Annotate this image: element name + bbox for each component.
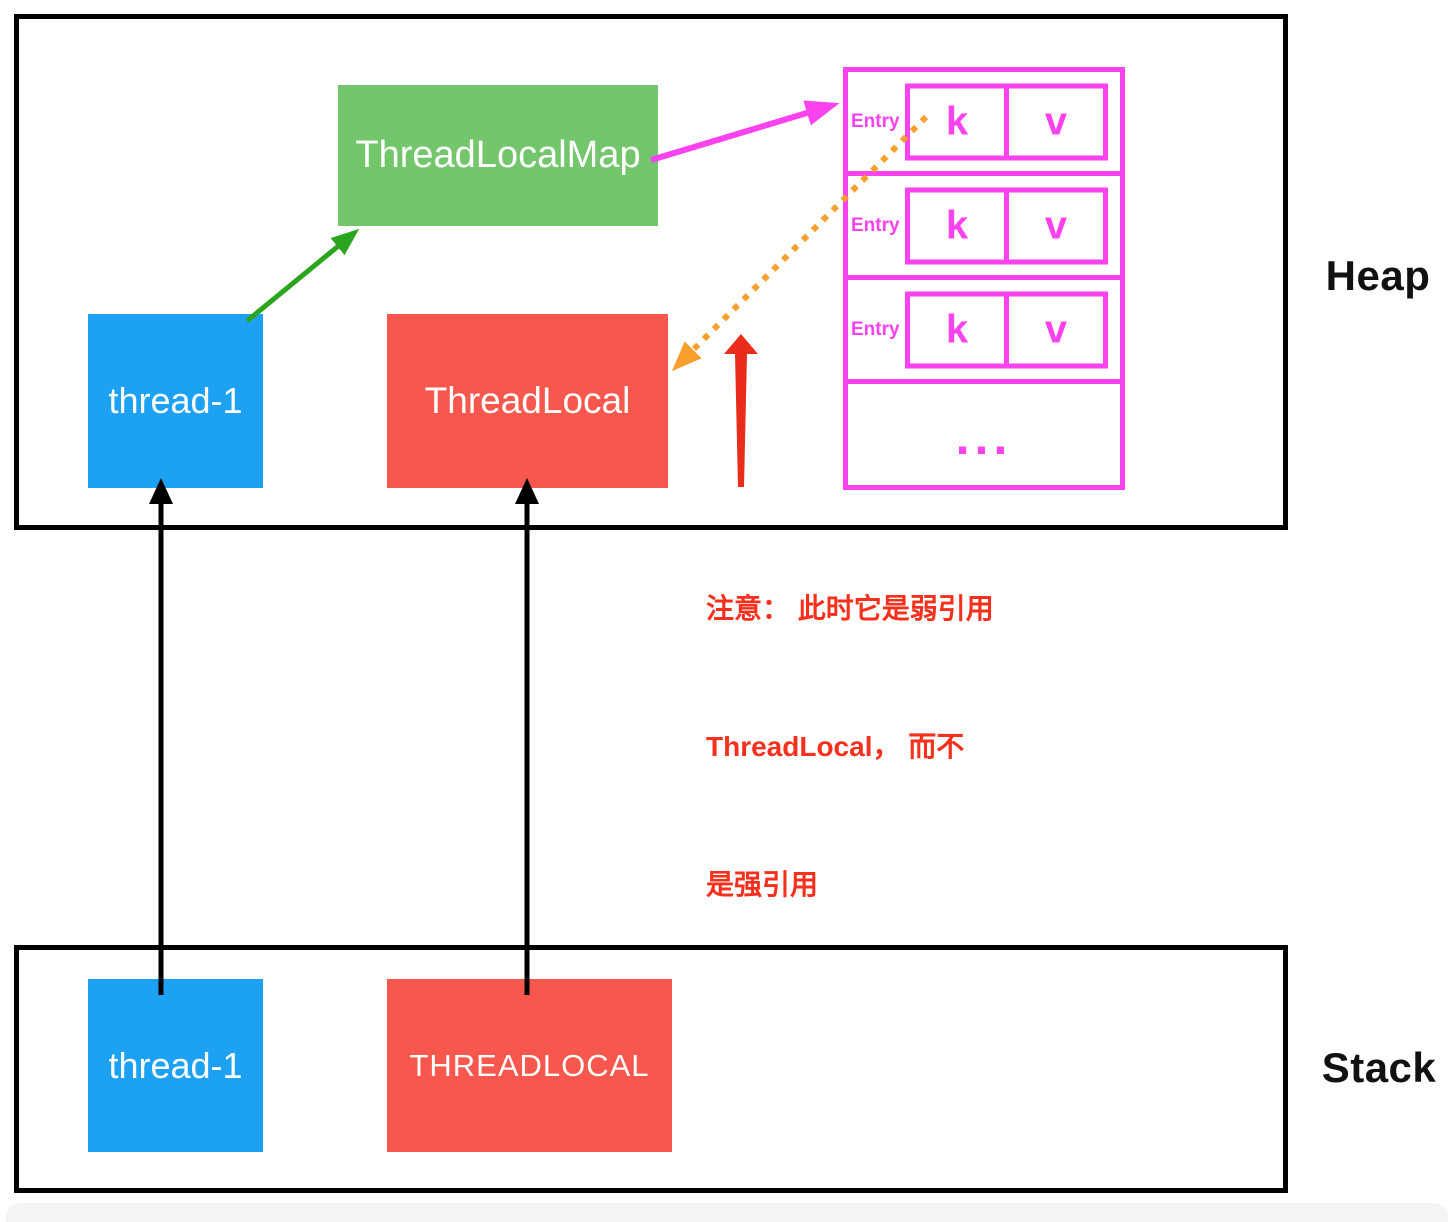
entry-row-ellipsis: ... <box>848 384 1120 485</box>
stack-threadlocal-box-label: THREADLOCAL <box>409 1047 650 1083</box>
stack-label: Stack <box>1321 1044 1437 1091</box>
entry-row-3: Entry k v <box>848 280 1120 384</box>
annotation-line-2: ThreadLocal， 而不 <box>706 731 965 762</box>
entry-row-1: Entry k v <box>848 72 1120 176</box>
bottom-window-strip <box>6 1203 1448 1222</box>
entry-row-2: Entry k v <box>848 176 1120 280</box>
threadlocalmap-box-label: ThreadLocalMap <box>355 134 641 176</box>
heap-region-box <box>14 14 1288 530</box>
entry-row-3-value-cell: v <box>1044 307 1068 351</box>
entry-row-3-key-cell: k <box>910 296 1009 363</box>
stack-region-box <box>14 945 1288 1193</box>
stack-thread1-box-label: thread-1 <box>108 1044 243 1086</box>
entry-table: Entry k v Entry k v Entry k v ... <box>843 67 1125 490</box>
annotation-line-3: 是强引用 <box>706 869 819 900</box>
annotation-line-1: 注意： 此时它是弱引用 <box>706 593 994 624</box>
entry-row-1-value-cell: v <box>1044 99 1068 143</box>
weak-reference-annotation: 注意： 此时它是弱引用 ThreadLocal， 而不 是强引用 <box>706 494 994 1000</box>
heap-threadlocal-box-label: ThreadLocal <box>424 380 631 421</box>
entry-row-1-key-cell: k <box>910 88 1009 155</box>
entry-row-2-key-cell: k <box>910 192 1009 259</box>
entry-ellipsis-label: ... <box>955 408 1013 465</box>
entry-row-3-kv-box: k v <box>905 291 1108 368</box>
heap-label: Heap <box>1325 252 1431 299</box>
heap-thread1-box: thread-1 <box>88 314 263 488</box>
entry-row-2-kv-box: k v <box>905 187 1108 264</box>
entry-row-2-value-cell: v <box>1044 203 1068 247</box>
entry-row-2-label: Entry <box>851 214 900 236</box>
stack-thread1-box: thread-1 <box>88 979 263 1152</box>
entry-row-3-label: Entry <box>851 318 900 340</box>
entry-row-1-label: Entry <box>851 110 900 132</box>
entry-row-1-kv-box: k v <box>905 83 1108 160</box>
heap-threadlocal-box: ThreadLocal <box>387 314 668 488</box>
heap-thread1-box-label: thread-1 <box>108 380 243 421</box>
stack-threadlocal-box: THREADLOCAL <box>387 979 672 1152</box>
threadlocalmap-box: ThreadLocalMap <box>338 85 658 226</box>
